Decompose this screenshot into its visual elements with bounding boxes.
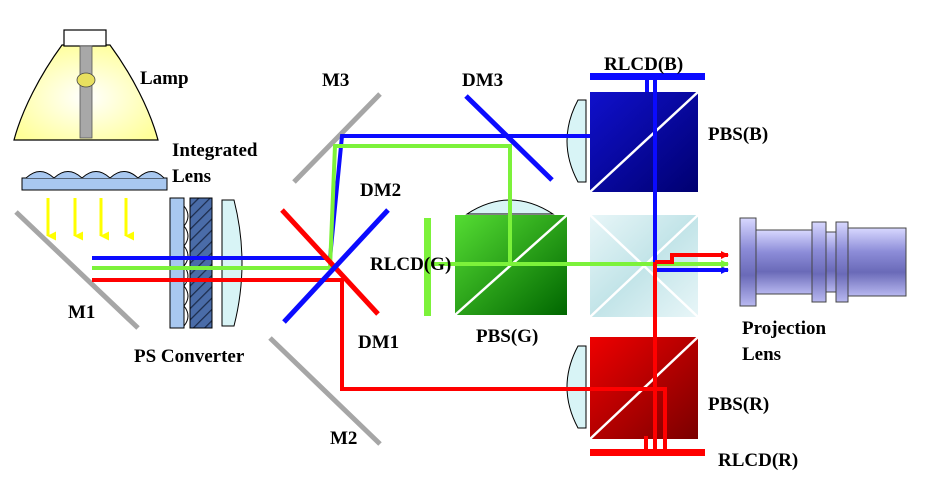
label-m2: M2	[330, 428, 357, 449]
label-integrated-lens-1: Integrated	[172, 140, 258, 161]
mirror-m2	[268, 336, 382, 446]
label-projection-lens-2: Lens	[742, 344, 781, 365]
rlcd-b	[590, 73, 705, 80]
dichroic-mirror-dm1	[280, 208, 380, 316]
dichroic-mirror-dm2	[282, 208, 390, 324]
label-m3: M3	[322, 70, 349, 91]
label-m1: M1	[68, 302, 95, 323]
label-pbs-r: PBS(R)	[708, 394, 769, 415]
rlcd-g	[424, 218, 431, 316]
integrated-lens	[21, 171, 168, 191]
label-dm3: DM3	[462, 70, 503, 91]
label-dm2: DM2	[360, 180, 401, 201]
label-rlcd-b: RLCD(B)	[604, 54, 683, 75]
label-pbs-b: PBS(B)	[708, 124, 768, 145]
label-pbs-g: PBS(G)	[476, 326, 538, 347]
rlcd-r	[590, 449, 705, 456]
lamp-light-arrows	[46, 198, 134, 241]
label-dm1: DM1	[358, 332, 399, 353]
blue-beam	[92, 80, 729, 274]
ps-converter	[169, 197, 243, 329]
lens-b	[566, 99, 587, 183]
green-beam	[92, 144, 729, 270]
label-rlcd-r: RLCD(R)	[718, 450, 798, 471]
projection-lens	[739, 217, 907, 307]
mirror-m1	[14, 210, 140, 330]
dichroic-mirror-dm3	[464, 94, 554, 182]
label-rlcd-g: RLCD(G)	[370, 254, 451, 275]
label-lamp: Lamp	[140, 68, 189, 89]
lamp	[13, 29, 159, 141]
label-ps-converter: PS Converter	[134, 346, 245, 367]
label-integrated-lens-2: Lens	[172, 166, 211, 187]
pbs-b	[589, 91, 699, 193]
red-beam	[92, 251, 729, 449]
label-projection-lens-1: Projection	[742, 318, 826, 339]
mirror-m3	[292, 92, 382, 184]
